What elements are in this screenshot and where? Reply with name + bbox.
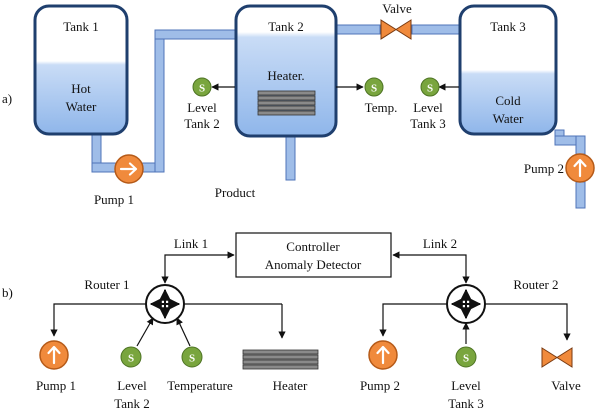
level-tank-2-node-line1: Level xyxy=(117,378,147,393)
controller-line1: Controller xyxy=(286,239,340,254)
level-tank-2-line1: Level xyxy=(187,100,217,115)
heater-coil-icon xyxy=(257,90,316,116)
level-tank-3-node-line1: Level xyxy=(451,378,481,393)
heater-node-label: Heater xyxy=(273,378,308,393)
temperature-node: S Temperature xyxy=(167,346,233,393)
heater-label: Heater. xyxy=(267,68,304,83)
router-2-label: Router 2 xyxy=(513,277,558,292)
heater-node-icon xyxy=(242,349,319,370)
pump-2-node-icon xyxy=(368,340,398,370)
level-tank-2-node-line2: Tank 2 xyxy=(114,396,150,411)
pump-2-icon xyxy=(565,153,595,183)
link-1 xyxy=(161,251,235,284)
link-2-label: Link 2 xyxy=(423,236,457,251)
tank-3: Tank 3 Cold Water xyxy=(458,4,558,136)
pump-2-label: Pump 2 xyxy=(524,161,564,176)
link-2 xyxy=(392,251,470,284)
valve-icon xyxy=(380,19,412,40)
valve-label: Valve xyxy=(382,1,412,16)
router-2-connections xyxy=(379,303,571,344)
router-1-icon xyxy=(145,284,185,324)
level-tank-3-line2: Tank 3 xyxy=(410,116,446,131)
tank-1: Tank 1 Hot Water xyxy=(33,4,129,136)
product-label: Product xyxy=(215,185,256,200)
tank-1-content-line2: Water xyxy=(66,99,97,114)
level-tank-3-line1: Level xyxy=(413,100,443,115)
sensor-s-icon: S xyxy=(189,353,195,365)
level-sensor-tank-2: S Level Tank 2 xyxy=(184,77,235,131)
temperature-sensor: S Temp. xyxy=(336,77,398,115)
temp-label: Temp. xyxy=(365,100,398,115)
tank-1-content-line1: Hot xyxy=(71,81,91,96)
link-1-label: Link 1 xyxy=(174,236,208,251)
level-tank-2-node: S Level Tank 2 xyxy=(114,346,150,411)
tank-3-content-line1: Cold xyxy=(495,93,521,108)
pipe-network xyxy=(91,24,586,209)
controller-box: Controller Anomaly Detector xyxy=(235,232,392,278)
valve-node-label: Valve xyxy=(551,378,581,393)
tank-3-title: Tank 3 xyxy=(490,19,526,34)
controller-line2: Anomaly Detector xyxy=(265,257,362,272)
part-a-tag: a) xyxy=(2,91,12,106)
part-b-tag: b) xyxy=(2,285,13,300)
router-1-label: Router 1 xyxy=(84,277,129,292)
pump-1-icon xyxy=(114,154,144,184)
pump-1-node-icon xyxy=(39,340,69,370)
sensor-s-icon: S xyxy=(128,353,134,365)
level-tank-3-node: S Level Tank 3 xyxy=(448,346,484,411)
sensor-s-icon: S xyxy=(427,83,433,95)
level-tank-2-line2: Tank 2 xyxy=(184,116,220,131)
pump-1-label: Pump 1 xyxy=(94,192,134,207)
tank-3-content-line2: Water xyxy=(493,111,524,126)
sensor-s-icon: S xyxy=(463,353,469,365)
router-1-connections xyxy=(50,303,286,347)
pump-1-node-label: Pump 1 xyxy=(36,378,76,393)
tank-2: Tank 2 Heater. xyxy=(234,4,338,138)
level-sensor-tank-3: S Level Tank 3 xyxy=(410,77,459,131)
router-2-icon xyxy=(446,284,486,324)
level-tank-3-node-line2: Tank 3 xyxy=(448,396,484,411)
sensor-s-icon: S xyxy=(199,83,205,95)
temperature-node-label: Temperature xyxy=(167,378,233,393)
sensor-s-icon: S xyxy=(371,83,377,95)
tank-2-title: Tank 2 xyxy=(268,19,304,34)
pump-2-node-label: Pump 2 xyxy=(360,378,400,393)
tank-1-title: Tank 1 xyxy=(63,19,99,34)
valve-node-icon xyxy=(541,347,573,368)
